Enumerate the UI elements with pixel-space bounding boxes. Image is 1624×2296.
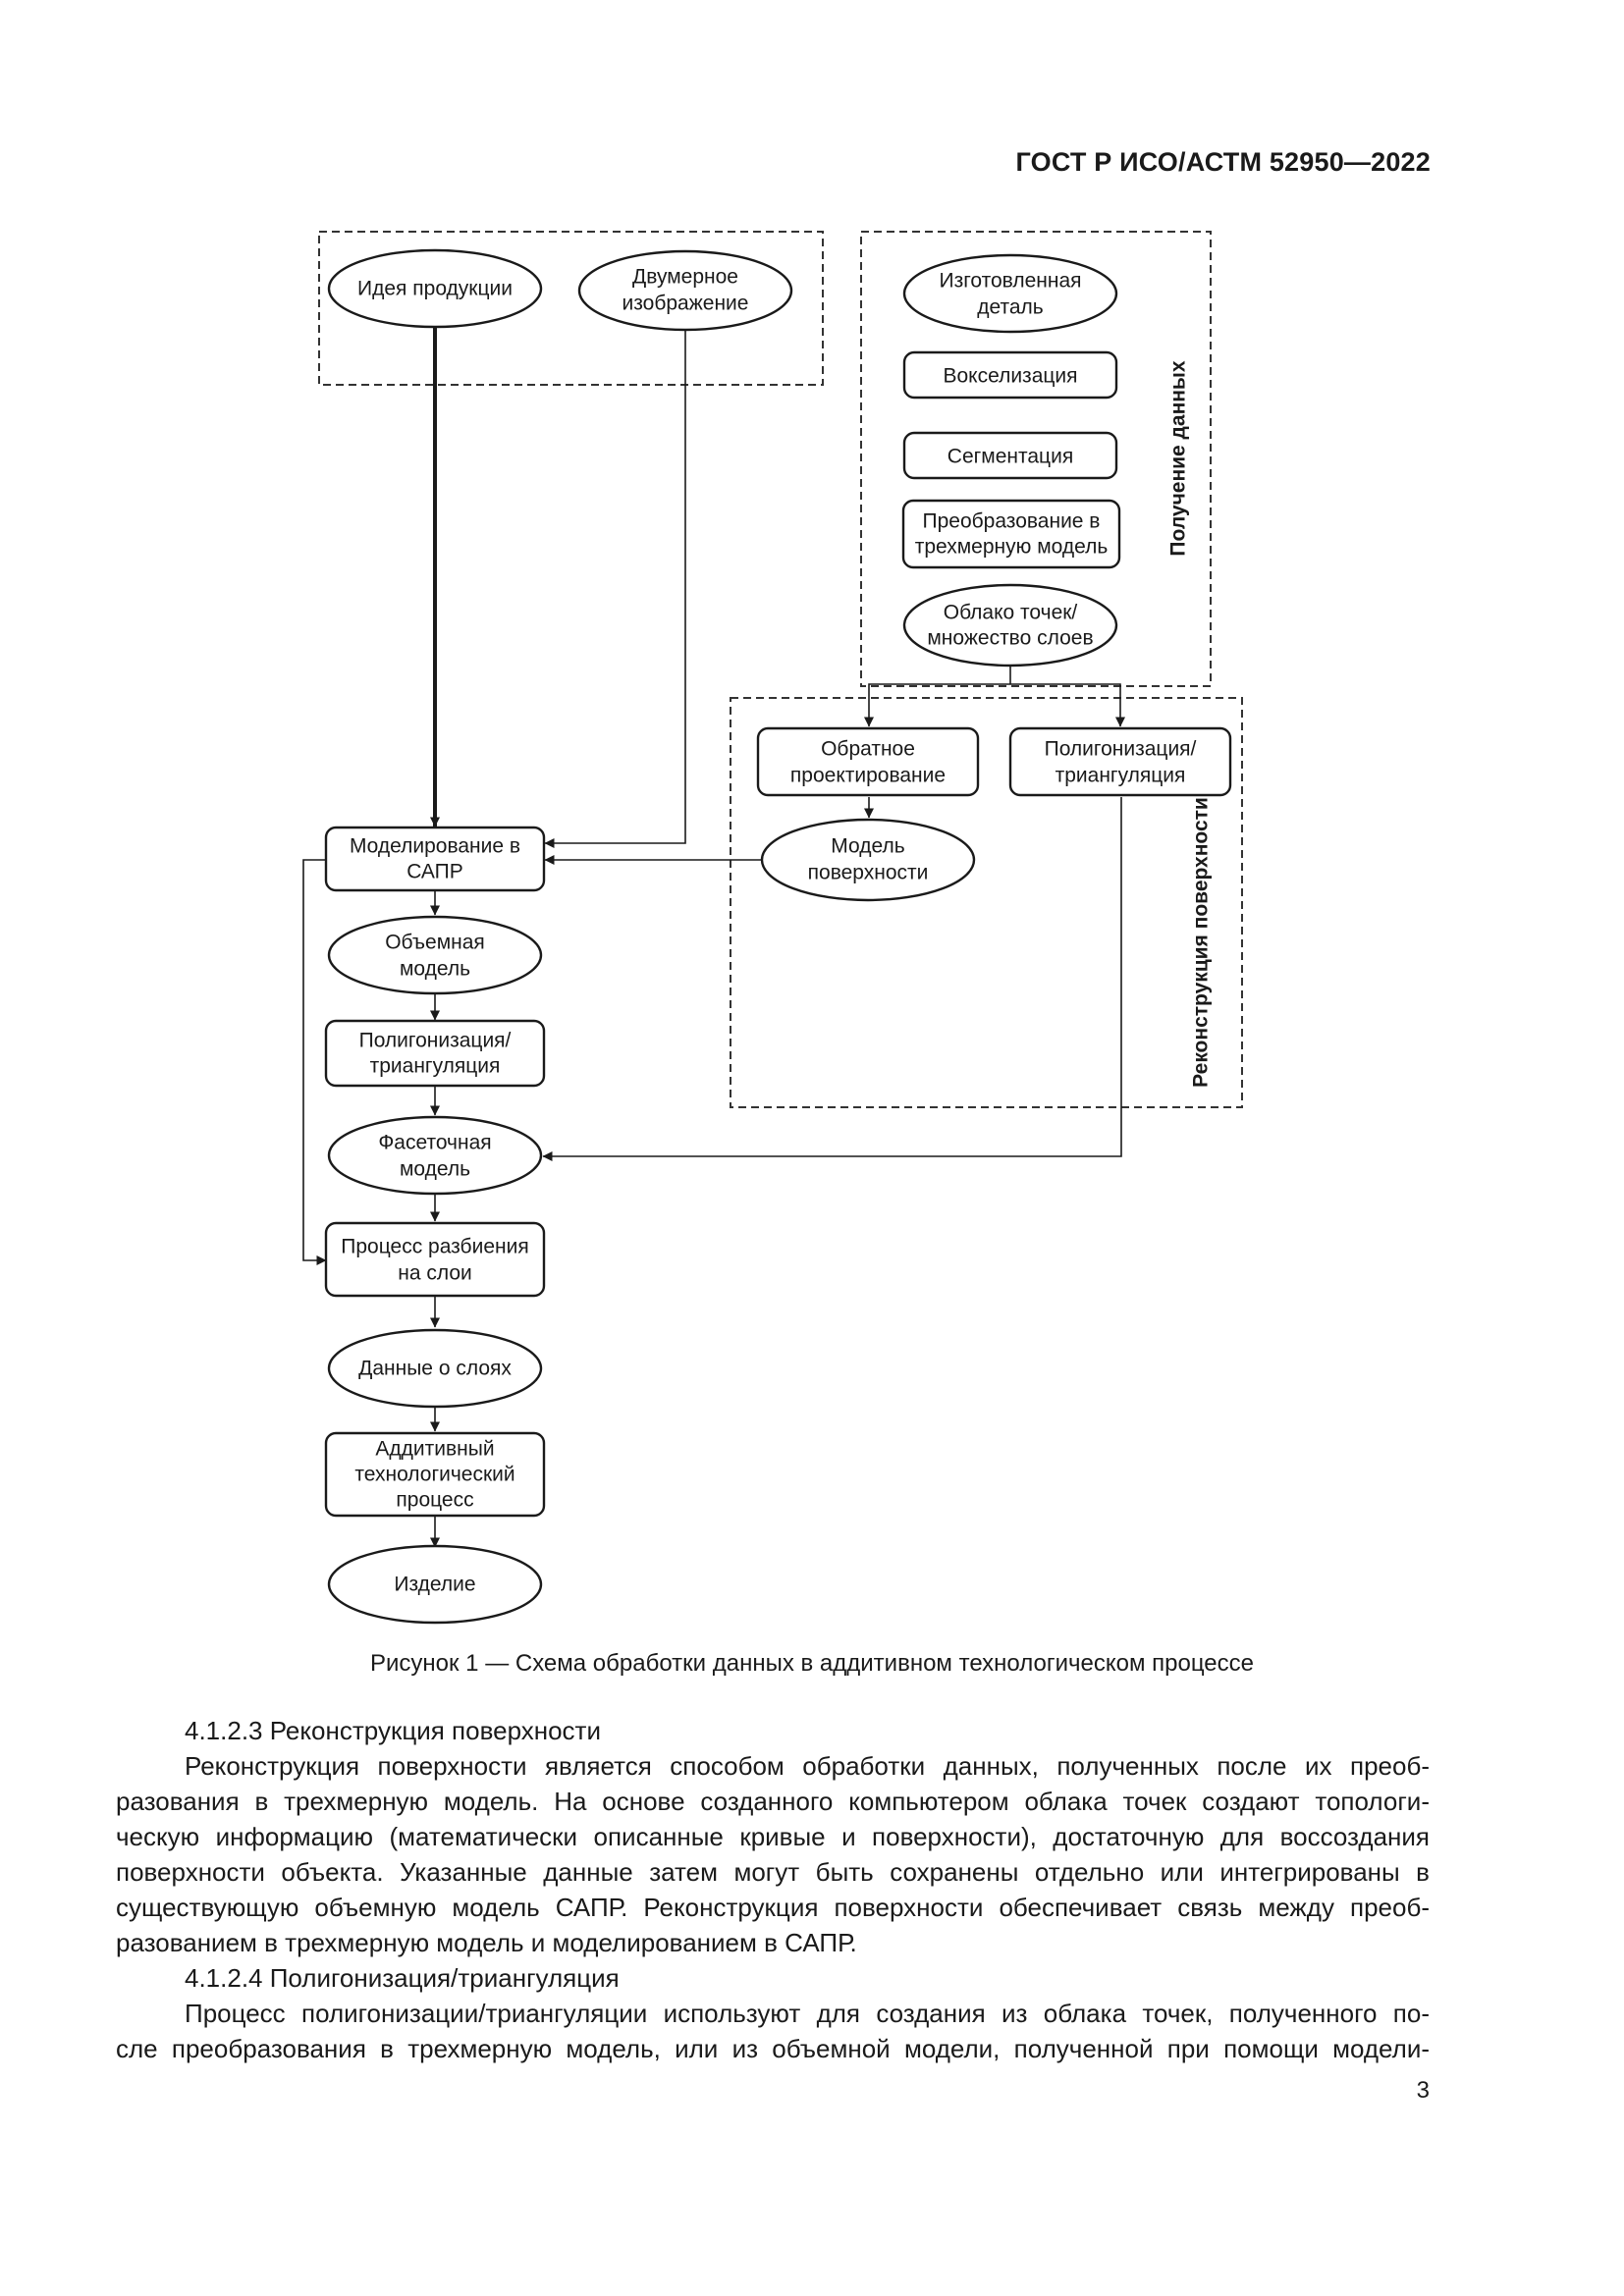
node-voxelization: Вокселизация [902, 350, 1118, 400]
input-group-box [318, 231, 824, 386]
node-label: Моделирование в [350, 835, 520, 858]
body-text: 4.1.2.3 Реконструкция поверхности Реконс… [116, 1713, 1430, 2066]
node-label: Идея продукции [357, 278, 513, 300]
node-label: технологический [354, 1464, 514, 1486]
node-label: Сегментация [947, 446, 1073, 468]
node-surface-model: Модель поверхности [760, 818, 976, 902]
node-label: Полигонизация/ [1045, 738, 1197, 761]
data-acquisition-label: Получение данных [1167, 360, 1190, 556]
node-label: Фасеточная [378, 1132, 491, 1154]
node-label: Изделие [394, 1574, 475, 1596]
node-label: на слои [398, 1262, 472, 1285]
pointcloud-to-reverse-arrow [868, 683, 1125, 727]
image-to-cad-arrow [544, 330, 686, 848]
node-label: процесс [396, 1489, 473, 1512]
document-header: ГОСТ Р ИСО/АСТМ 52950—2022 [1015, 147, 1431, 177]
data-acquisition-group-box [860, 231, 1212, 687]
paragraph-line: разованием в трехмерную модель и моделир… [116, 1928, 857, 1957]
node-facet-model: Фасеточная модель [327, 1115, 543, 1196]
paragraph-line: поверхности объекта. Указанные данные за… [116, 1857, 1430, 1887]
paragraph-line: разования в трехмерную модель. На основе… [116, 1787, 1430, 1816]
node-2d-image: Двумерное изображение [577, 249, 793, 332]
paragraph-line: Реконструкция поверхности является спосо… [185, 1751, 1430, 1781]
node-layer-data: Данные о слоях [327, 1328, 543, 1409]
node-label: множество слоев [927, 627, 1093, 650]
node-label: Аддитивный [375, 1438, 494, 1461]
node-polygonization-left: Полигонизация/ триангуляция [324, 1019, 546, 1088]
figure-caption: Рисунок 1 — Схема обработки данных в адд… [370, 1650, 1254, 1677]
node-label: трехмерную модель [915, 536, 1109, 559]
node-am-process: Аддитивный технологический процесс [324, 1431, 546, 1518]
polygon-right-to-facet-arrow [542, 797, 1122, 1161]
node-segmentation: Сегментация [902, 431, 1118, 480]
section-heading-4-1-2-4: 4.1.2.4 Полигонизация/триангуляция [185, 1963, 620, 1993]
node-point-cloud: Облако точек/ множество слоев [902, 583, 1118, 667]
node-product: Изделие [327, 1544, 543, 1625]
node-label: Модель [831, 835, 904, 858]
process-flow-diagram: Получение данных Реконструкция поверхнос… [302, 231, 1243, 1625]
node-label: Полигонизация/ [359, 1030, 512, 1052]
node-label: Обратное [821, 738, 915, 761]
node-label: Облако точек/ [944, 602, 1078, 624]
node-label: Процесс разбиения [341, 1236, 528, 1258]
node-cad-modeling: Моделирование в САПР [324, 826, 546, 892]
node-polygonization-right: Полигонизация/ триангуляция [1008, 726, 1232, 797]
node-label: триангуляция [1056, 765, 1186, 787]
paragraph-line: существующую объемную модель САПР. Рекон… [116, 1893, 1430, 1922]
node-slicing: Процесс разбиения на слои [324, 1221, 546, 1298]
node-label: Объемная [385, 932, 485, 954]
node-label: модель [400, 1158, 470, 1181]
node-label: изображение [623, 293, 749, 315]
section-heading-4-1-2-3: 4.1.2.3 Реконструкция поверхности [185, 1716, 601, 1745]
node-product-idea: Идея продукции [327, 248, 543, 329]
node-label: Двумерное [632, 266, 738, 289]
node-3d-conversion: Преобразование в трехмерную модель [901, 499, 1121, 569]
node-label: Вокселизация [943, 365, 1077, 388]
cad-to-slicing-bypass-arrow [302, 859, 327, 1265]
paragraph-line: Процесс полигонизации/триангуляции испол… [185, 1999, 1430, 2028]
node-label: САПР [406, 861, 463, 883]
node-label: поверхности [808, 862, 929, 884]
paragraph-line: ческую информацию (математически описанн… [116, 1822, 1430, 1851]
page-number: 3 [1416, 2077, 1430, 2104]
node-solid-model: Объемная модель [327, 915, 543, 995]
surface-reconstruction-label: Реконструкция поверхности [1190, 797, 1213, 1088]
node-label: модель [400, 958, 470, 981]
node-label: Преобразование в [923, 510, 1101, 533]
connectors [302, 328, 1125, 1548]
node-reverse-engineering: Обратное проектирование [756, 726, 980, 797]
node-label: триангуляция [370, 1055, 501, 1078]
node-manufactured-part: Изготовленная деталь [902, 253, 1118, 334]
surface-reconstruction-group-box [730, 697, 1243, 1108]
paragraph-line: сле преобразования в трехмерную модель, … [116, 2034, 1430, 2063]
node-label: деталь [977, 296, 1044, 319]
node-label: Изготовленная [939, 270, 1081, 293]
node-label: проектирование [790, 765, 946, 787]
node-label: Данные о слоях [358, 1358, 512, 1380]
